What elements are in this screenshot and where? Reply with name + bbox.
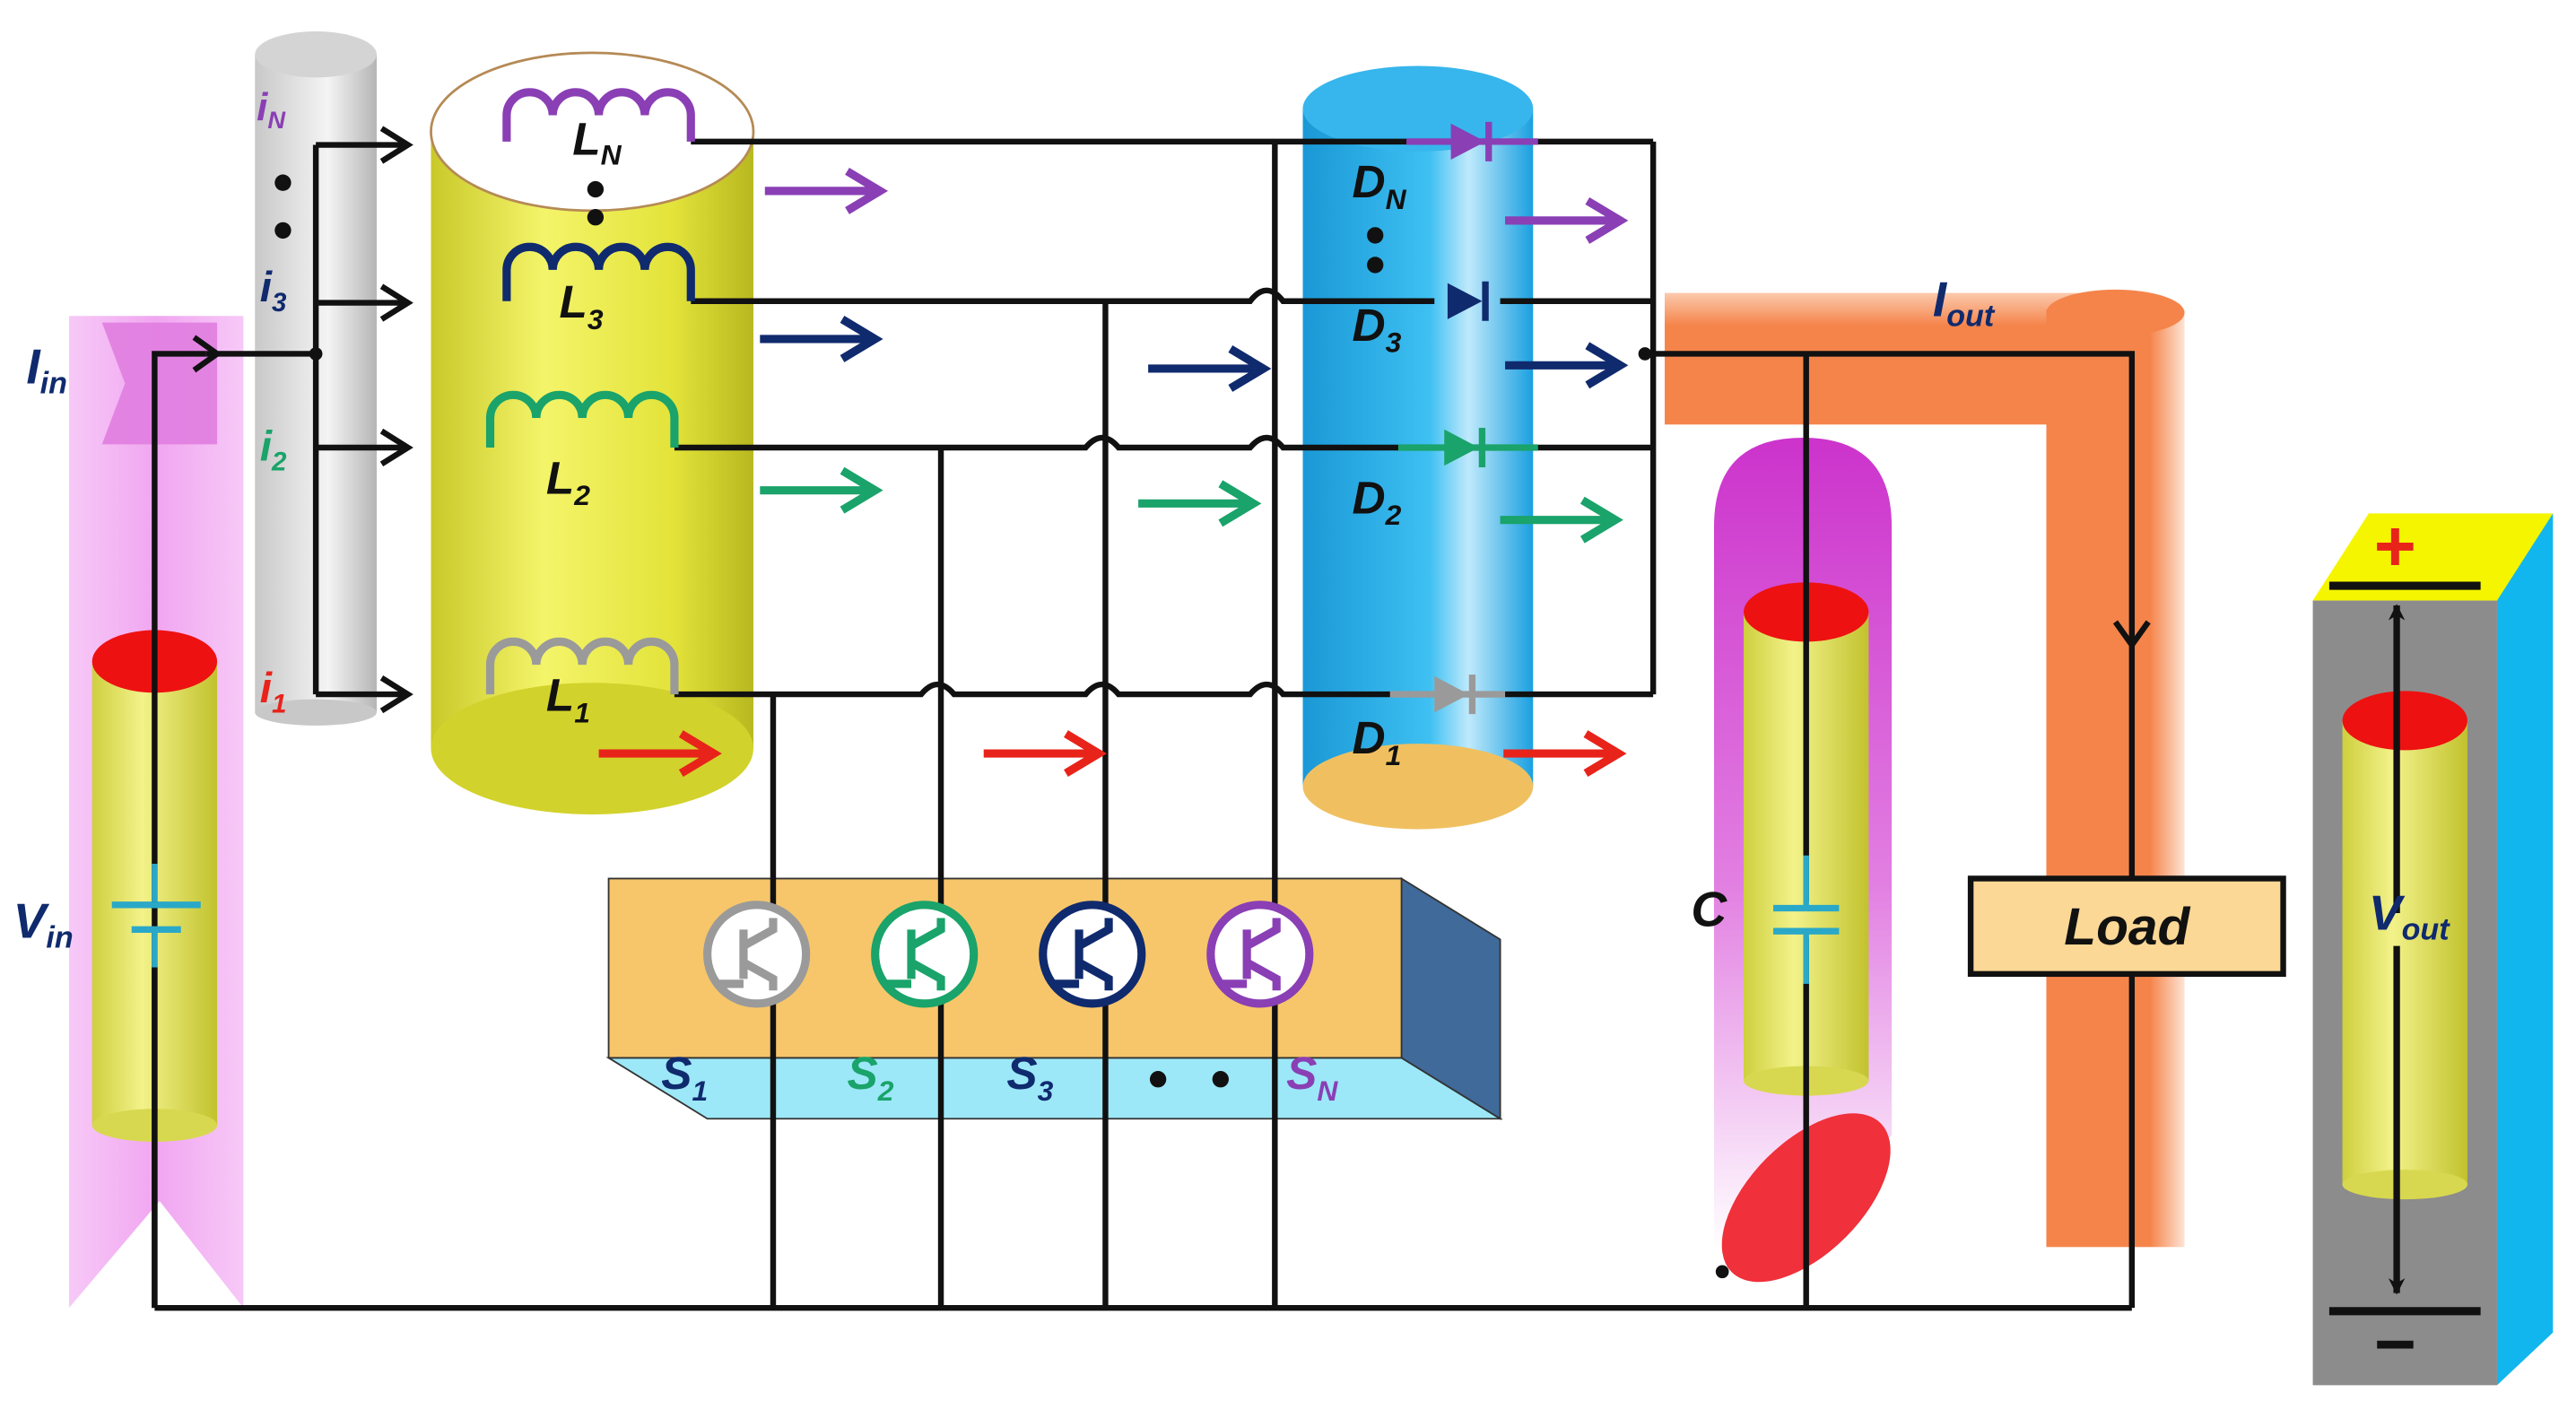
node-cap-bottom <box>1715 1265 1729 1279</box>
label-i3: i3 <box>260 264 287 318</box>
output-bar-vertical <box>2046 309 2185 1248</box>
vin-battery-symbol <box>111 863 201 968</box>
coil-L2 <box>485 390 679 448</box>
vout-cylinder-body <box>2342 720 2467 1185</box>
label-L2: L2 <box>546 452 590 511</box>
label-iN: iN <box>257 85 286 134</box>
current-cylinder-bottom <box>255 699 377 726</box>
label-C: C <box>1691 882 1727 937</box>
label-SN: SN <box>1286 1048 1338 1107</box>
switch-S3-symbol <box>1039 901 1146 1008</box>
capacitor-symbol <box>1773 855 1840 984</box>
label-Vout: Vout <box>2369 884 2450 946</box>
diode-D2 <box>1397 427 1538 467</box>
label-LN: LN <box>572 114 622 171</box>
label-plus: + <box>2374 507 2416 588</box>
label-Iout: Iout <box>1933 271 1996 333</box>
label-L3: L3 <box>560 276 604 335</box>
flow-arrows <box>598 167 1629 778</box>
output-bar-horizontal <box>1664 292 2086 425</box>
diode-D1 <box>1389 675 1506 715</box>
label-S2: S2 <box>847 1048 893 1107</box>
label-DN: DN <box>1353 156 1407 215</box>
vout-cylinder-top <box>2342 691 2467 751</box>
label-i1: i1 <box>260 665 287 718</box>
switch-S1-symbol <box>703 901 811 1008</box>
switch-S2-symbol <box>871 901 979 1008</box>
label-i2: i2 <box>260 423 287 477</box>
switch-SN-symbol <box>1206 901 1314 1008</box>
vout-block-top <box>2312 513 2554 601</box>
label-Iin: Iin <box>26 338 67 400</box>
diode-DN <box>1406 121 1538 161</box>
wire-L3-out <box>691 287 1435 304</box>
label-D3: D3 <box>1353 300 1402 359</box>
coil-L3 <box>502 242 695 301</box>
coil-LN <box>502 88 695 142</box>
branch-arrowheads <box>192 126 2151 714</box>
inductor-cylinder-bottom <box>431 683 753 814</box>
label-L1: L1 <box>546 669 590 728</box>
coil-L1 <box>485 637 679 695</box>
switch-box-bottom <box>605 1057 1503 1120</box>
output-bar-corner <box>2046 289 2185 336</box>
diode-cylinder-bottom <box>1302 744 1534 830</box>
label-S1: S1 <box>661 1048 708 1107</box>
diode-cylinder-top <box>1302 65 1534 152</box>
label-D2: D2 <box>1353 472 1402 531</box>
load-box <box>1967 875 2286 978</box>
current-cylinder-top <box>255 30 377 78</box>
wire-L1-out <box>674 681 1435 698</box>
label-minus: − <box>2374 1304 2416 1385</box>
diode-D3 <box>1447 281 1489 321</box>
node-output <box>1638 347 1652 361</box>
vout-block-side <box>2496 513 2554 1386</box>
label-S3: S3 <box>1006 1048 1053 1107</box>
label-D1: D1 <box>1353 712 1402 771</box>
wiring <box>152 138 2136 1311</box>
label-Vin: Vin <box>13 893 74 955</box>
ellipsis-dots <box>274 174 1384 1088</box>
node-input <box>309 347 323 361</box>
vout-cylinder-bottom <box>2342 1170 2467 1200</box>
label-load: Load <box>2064 898 2190 956</box>
